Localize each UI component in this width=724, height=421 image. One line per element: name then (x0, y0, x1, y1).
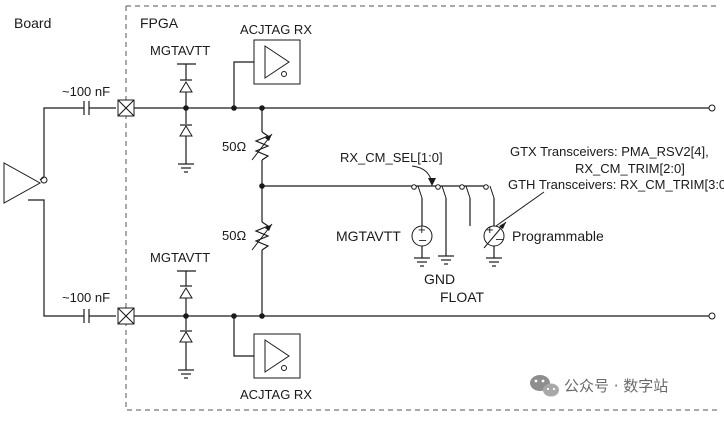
acjtag-rx-bottom: ACJTAG RX (233, 316, 312, 402)
gnd-leg (438, 198, 454, 265)
rx-cm-sel-label: RX_CM_SEL[1:0] (340, 150, 443, 165)
acjtag-bottom-label: ACJTAG RX (240, 387, 312, 402)
mgtavtt-top-label: MGTAVTT (150, 43, 210, 58)
pad-top (117, 99, 135, 117)
programmable-source: + – (483, 198, 507, 267)
svg-text:–: – (496, 231, 504, 246)
node-acjtag-top (231, 105, 237, 111)
termination-resistors (251, 108, 273, 316)
programmable-pointer (495, 191, 545, 227)
node-acjtag-bottom (231, 313, 237, 319)
gth-line: GTH Transceivers: RX_CM_TRIM[3:0] (508, 177, 724, 192)
programmable-label: Programmable (512, 228, 604, 244)
pad-bottom (117, 307, 135, 325)
node-esd-top (183, 105, 189, 111)
acjtag-rx-top: ACJTAG RX (233, 22, 312, 108)
rx-cm-sel-arrowhead (428, 178, 436, 186)
board-driver (3, 107, 66, 317)
gnd-label: GND (424, 271, 455, 287)
mgtavtt-bottom-label: MGTAVTT (150, 250, 210, 265)
cap-bottom-label: ~100 nF (62, 290, 110, 305)
node-esd-bottom (183, 313, 189, 319)
watermark-text: 公众号 · 数字站 (564, 377, 668, 395)
acjtag-top-label: ACJTAG RX (240, 22, 312, 37)
wechat-icon (530, 375, 559, 397)
esd-diodes-top: MGTAVTT (150, 43, 210, 173)
fpga-label: FPGA (140, 15, 179, 31)
cap-bottom (66, 309, 116, 323)
board-label: Board (14, 15, 51, 31)
driver-n-wire (28, 199, 66, 317)
res-bottom-label: 50Ω (222, 228, 246, 243)
cap-top (66, 101, 116, 115)
svg-text:+: + (418, 222, 426, 237)
node-res-bottom (259, 313, 265, 319)
cm-select-switches (411, 184, 495, 199)
gtx-line1: GTX Transceivers: PMA_RSV2[4], (510, 144, 709, 159)
gtx-line2: RX_CM_TRIM[2:0] (575, 161, 685, 176)
mgtavtt-source: + – (411, 198, 433, 267)
rx-p-terminal (708, 104, 716, 112)
float-label: FLOAT (440, 289, 485, 305)
res-top-label: 50Ω (222, 139, 246, 154)
rx-cm-sel-pointer (411, 165, 433, 185)
cap-top-label: ~100 nF (62, 84, 110, 99)
driver-triangle (3, 162, 42, 204)
svg-text:–: – (419, 232, 427, 247)
svg-text:+: + (486, 222, 494, 237)
watermark: 公众号 · 数字站 (530, 375, 668, 397)
rx-n-terminal (708, 312, 716, 320)
esd-diodes-bottom: MGTAVTT (150, 250, 210, 379)
mgtavtt-source-label: MGTAVTT (336, 228, 401, 244)
node-res-top (259, 105, 265, 111)
driver-p-wire (39, 107, 66, 181)
